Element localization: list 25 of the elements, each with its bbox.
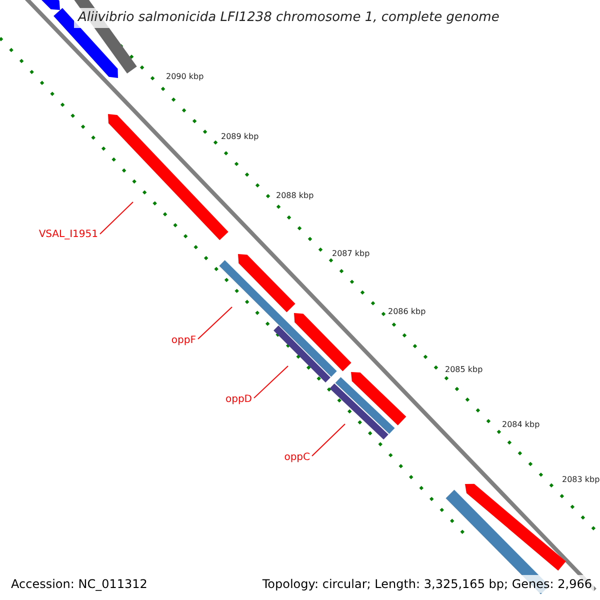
tick-label: 2086 kbp bbox=[388, 308, 426, 316]
leader-line bbox=[198, 306, 232, 340]
gene-bar bbox=[238, 254, 296, 312]
genome-info-text: Topology: circular; Length: 3,325,165 bp; Genes: 2,966 bbox=[260, 575, 594, 593]
gene-bar bbox=[465, 484, 566, 571]
gene-bar bbox=[219, 260, 337, 377]
gene-label: oppC bbox=[284, 453, 310, 463]
gene-bar bbox=[335, 377, 395, 434]
gene-bar bbox=[294, 313, 352, 372]
leader-line bbox=[254, 366, 288, 398]
gene-label: oppF bbox=[171, 336, 196, 346]
tick-label: 2085 kbp bbox=[445, 366, 483, 374]
gene-label: VSAL_I1951 bbox=[38, 230, 98, 240]
leader-line bbox=[312, 424, 346, 456]
tick-label: 2089 kbp bbox=[221, 133, 259, 141]
tick-label: 2090 kbp bbox=[166, 73, 204, 81]
gene-bar bbox=[274, 326, 330, 382]
tick-label: 2083 kbp bbox=[562, 476, 600, 484]
leader-line bbox=[100, 202, 134, 234]
gene-bar bbox=[330, 383, 388, 440]
gene-label: oppD bbox=[225, 395, 252, 405]
tick-label: 2088 kbp bbox=[276, 192, 314, 200]
tick-label: 2084 kbp bbox=[502, 421, 540, 429]
tick-label: 2087 kbp bbox=[332, 250, 370, 258]
gene-bar bbox=[351, 372, 406, 426]
